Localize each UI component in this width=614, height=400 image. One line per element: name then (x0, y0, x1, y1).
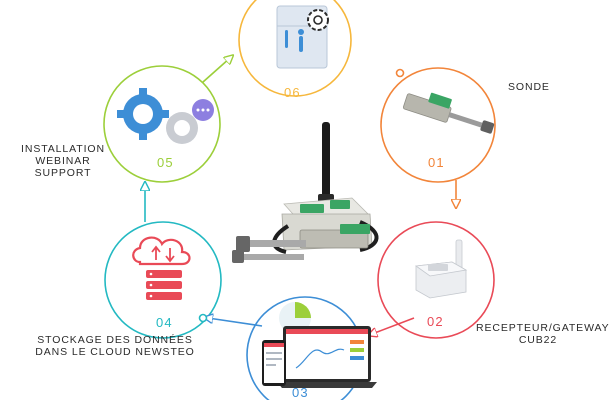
gear-support-icon (117, 88, 214, 144)
connector-05-to-06 (202, 58, 230, 83)
step-05-label-line: WEBINAR (35, 155, 91, 167)
step-06-number: 06 (284, 85, 301, 100)
step-01-label: SONDE (508, 81, 550, 93)
step-05-label-line: INSTALLATION (21, 143, 105, 155)
connector-03-to-04 (208, 318, 263, 327)
step-04-label-line: STOCKAGE DES DONNÉES (37, 334, 193, 346)
step-05-label: INSTALLATION WEBINAR SUPPORT (18, 143, 108, 179)
step-05-label-line: SUPPORT (34, 167, 92, 179)
step-03-number: 03 (292, 385, 309, 400)
step-02-label: RECEPTEUR/GATEWAY CUB22 (476, 322, 610, 346)
cloud-server-icon (132, 236, 191, 300)
step-04-number: 04 (156, 315, 173, 330)
displacement-sensor-icon (402, 92, 495, 134)
step-02-number: 02 (427, 314, 444, 329)
step-01-number: 01 (428, 155, 445, 170)
step-04-label: STOCKAGE DES DONNÉES DANS LE CLOUD NEWST… (34, 334, 196, 358)
fridge-gear-icon (276, 5, 329, 69)
step-04-dot (198, 313, 208, 323)
step-05-ring (103, 65, 221, 183)
dashboard-devices-icon (262, 302, 377, 388)
step-04-label-line: DANS LE CLOUD NEWSTEO (35, 346, 195, 358)
step-01-dot (395, 68, 405, 78)
connector-02-to-03 (372, 317, 415, 334)
wireless-sensor-product-icon (232, 122, 379, 263)
step-02-label-line: RECEPTEUR/GATEWAY (476, 322, 610, 334)
gateway-receiver-icon (414, 239, 468, 299)
step-05-number: 05 (157, 155, 174, 170)
step-02-label-line: CUB22 (518, 334, 558, 346)
